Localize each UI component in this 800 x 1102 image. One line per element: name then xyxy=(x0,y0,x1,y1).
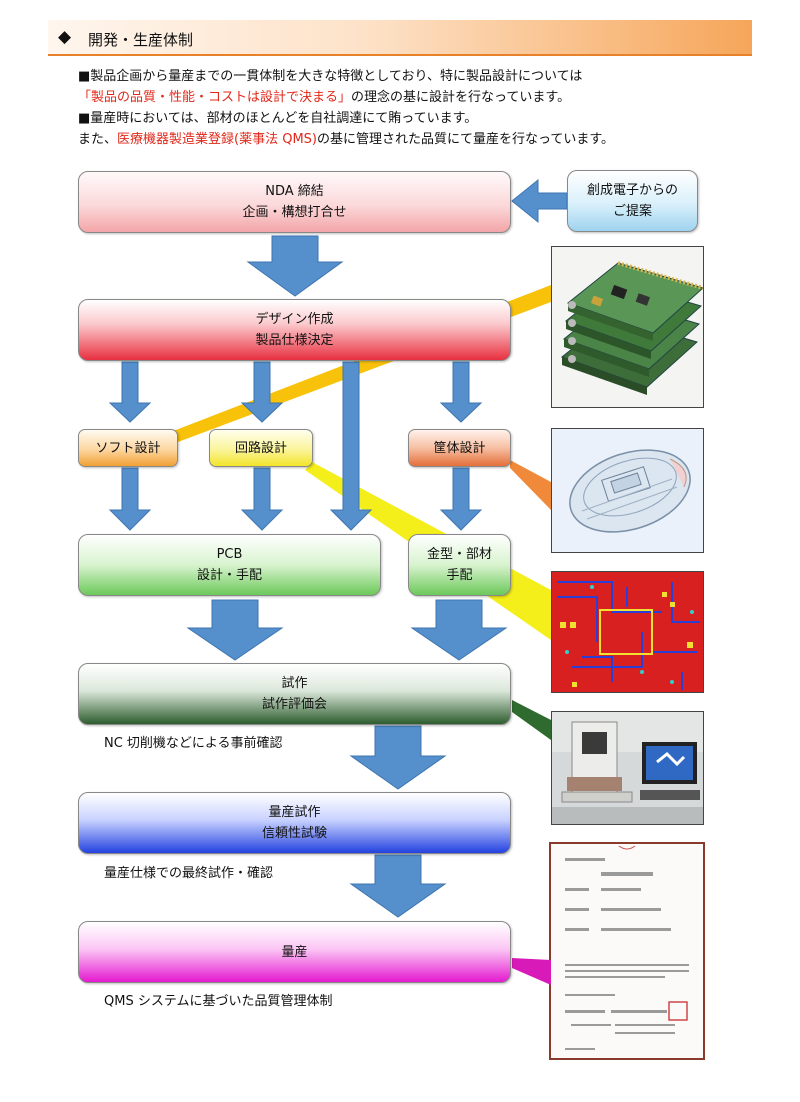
design-to-case-arrow xyxy=(439,361,483,423)
intro-line-3: ■量産時においては、部材のほとんどを自社調達にて賄っています。 xyxy=(78,111,478,126)
massproto-caption: 量産仕様での最終試作・確認 xyxy=(104,866,274,881)
case-design-box: 筐体設計 xyxy=(408,429,511,467)
section-title: 開発・生産体制 xyxy=(88,31,194,49)
proto-box: 試作 試作評価会 xyxy=(78,663,511,725)
stacked-circuit-boards-photo xyxy=(551,246,704,408)
nda-box-title: NDA 締結 xyxy=(265,184,324,199)
massproto-to-mass-arrow xyxy=(349,854,447,918)
proposal-box: 創成電子からの ご提案 xyxy=(567,170,698,232)
mold-box-title: 金型・部材 xyxy=(426,547,492,562)
intro-line-4-pre: また、 xyxy=(78,132,118,147)
circuit-design-box: 回路設計 xyxy=(209,429,313,467)
massproto-box-subtitle: 信頼性試験 xyxy=(261,826,327,841)
mold-callout xyxy=(512,575,551,640)
case-design-callout xyxy=(510,460,551,510)
pcb-layout-image xyxy=(551,571,704,693)
design-box-title: デザイン作成 xyxy=(255,312,334,327)
proto-to-massproto-arrow xyxy=(349,725,447,790)
soft-design-label: ソフト設計 xyxy=(95,440,161,456)
proto-caption: NC 切削機などによる事前確認 xyxy=(104,736,283,751)
nda-box: NDA 締結 企画・構想打合せ xyxy=(78,171,511,233)
proposal-box-line1: 創成電子からの xyxy=(586,183,678,198)
mold-to-proto-arrow xyxy=(410,599,508,661)
nda-to-design-arrow xyxy=(246,235,344,297)
intro-line-2: 「製品の品質・性能・コストは設計で決まる」の理念の基に設計を行なっています。 xyxy=(78,87,570,108)
pcb-box-subtitle: 設計・手配 xyxy=(196,568,262,583)
mass-caption: QMS システムに基づいた品質管理体制 xyxy=(104,994,333,1009)
proposal-arrow xyxy=(511,178,568,224)
case-design-label: 筐体設計 xyxy=(433,440,486,456)
design-box: デザイン作成 製品仕様決定 xyxy=(78,299,511,361)
soft-to-pcb-arrow xyxy=(108,467,152,531)
enclosure-3d-model-image xyxy=(551,428,704,553)
pcb-box-title: PCB xyxy=(216,547,243,562)
intro-line-2-rest: の理念の基に設計を行なっています。 xyxy=(351,90,571,105)
mold-box-subtitle: 手配 xyxy=(446,568,473,583)
design-to-pcb-arrow xyxy=(329,361,373,531)
intro-line-1: ■製品企画から量産までの一貫体制を大きな特徴としており、特に製品設計については xyxy=(78,69,583,84)
intro-line-4-rest: の基に管理された品質にて量産を行なっています。 xyxy=(317,132,615,147)
qms-registration-text: 医療機器製造業登録(薬事法 QMS) xyxy=(117,132,317,147)
registration-certificate-image xyxy=(549,842,705,1060)
design-box-subtitle: 製品仕様決定 xyxy=(255,333,334,348)
intro-line-4: また、医療機器製造業登録(薬事法 QMS)の基に管理された品質にて量産を行なって… xyxy=(78,129,614,150)
proposal-box-line2: ご提案 xyxy=(612,204,652,219)
mass-box: 量産 xyxy=(78,921,511,983)
massproto-box-title: 量産試作 xyxy=(268,805,321,820)
pcb-to-proto-arrow xyxy=(186,599,284,661)
mass-callout xyxy=(512,958,551,985)
nc-cutting-machine-photo xyxy=(551,711,704,825)
proto-callout xyxy=(512,700,551,740)
design-to-soft-arrow xyxy=(108,361,152,423)
mass-box-label: 量産 xyxy=(281,944,308,960)
circuit-to-pcb-arrow xyxy=(240,467,284,531)
design-to-circuit-arrow xyxy=(240,361,284,423)
circuit-design-label: 回路設計 xyxy=(234,440,287,456)
case-to-mold-arrow xyxy=(439,467,483,531)
design-philosophy-text: 「製品の品質・性能・コストは設計で決まる」 xyxy=(78,90,352,105)
section-header-bar xyxy=(48,20,752,56)
proto-box-title: 試作 xyxy=(281,676,308,691)
diamond-bullet-icon: ◆ xyxy=(58,27,72,47)
mold-box: 金型・部材 手配 xyxy=(408,534,511,596)
soft-design-box: ソフト設計 xyxy=(78,429,178,467)
nda-box-subtitle: 企画・構想打合せ xyxy=(242,205,347,220)
proto-box-subtitle: 試作評価会 xyxy=(261,697,327,712)
pcb-box: PCB 設計・手配 xyxy=(78,534,381,596)
massproto-box: 量産試作 信頼性試験 xyxy=(78,792,511,854)
